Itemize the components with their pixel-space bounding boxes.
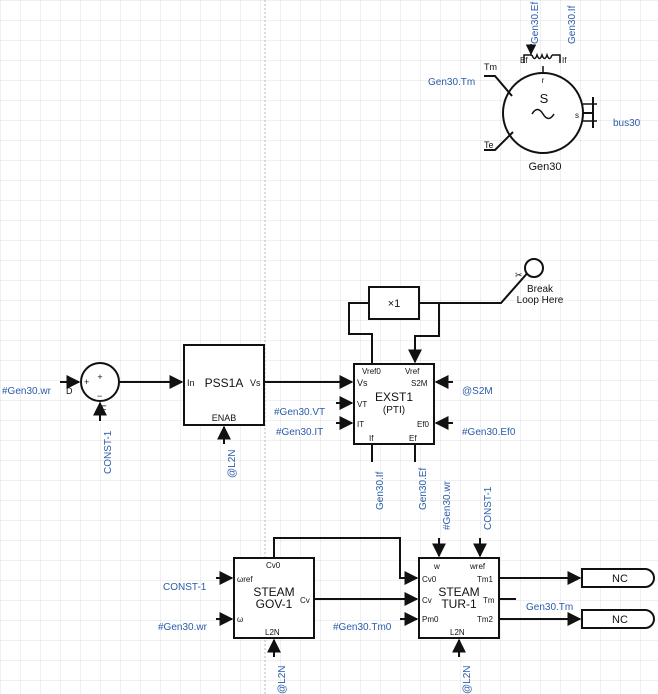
label-bus30: bus30	[613, 118, 641, 129]
summing-junction[interactable]: + + − D F	[66, 362, 120, 414]
nc-terminal-1-label: NC	[612, 573, 628, 585]
exst1-pin-vs: Vs	[357, 378, 368, 388]
wire-cv0-loop	[273, 537, 419, 585]
steam-tur1-block[interactable]: STEAM TUR-1 w wref Cv0 Tm1 Cv Tm Pm0 Tm2…	[418, 557, 500, 639]
label-s2m: @S2M	[462, 386, 493, 397]
multiplier-label: ×1	[388, 298, 401, 310]
label-gen30-if-out: Gen30.If	[375, 471, 386, 510]
wire-mult-to-vref0	[348, 302, 373, 364]
exst1-pin-it: IT	[357, 420, 364, 429]
exst1-pin-ef: Ef	[409, 434, 417, 443]
label-gen30-if: Gen30.If	[567, 5, 578, 44]
label-gen30-tm0: #Gen30.Tm0	[333, 622, 392, 633]
label-l2n-pss: @L2N	[227, 450, 238, 479]
pss1a-title: PSS1A	[205, 376, 244, 390]
wire-mult-to-break	[419, 268, 532, 304]
gen-tm-wire	[484, 75, 513, 97]
gen-if-pin: If	[562, 56, 567, 65]
steam-tur-pin-w: w	[433, 562, 440, 571]
label-l2n-tur: @L2N	[462, 666, 473, 694]
steam-gov-title: STEAM	[253, 585, 294, 599]
nc-terminal-1[interactable]: NC	[581, 568, 655, 588]
label-gen30-it: #Gen30.IT	[276, 427, 323, 438]
exst1-pin-vref: Vref	[405, 367, 420, 376]
generator-gen30[interactable]: S r s Gen30 Tm Te Ef If	[484, 44, 597, 173]
gen-te-pin: Te	[484, 140, 494, 150]
field-winding-icon	[531, 52, 553, 60]
break-loop-line1: Break	[527, 284, 554, 295]
steam-gov-pin-wref: ωref	[237, 575, 253, 584]
pss1a-pin-vs: Vs	[250, 378, 261, 388]
exst1-title: EXST1	[375, 390, 413, 404]
label-const1-gov: CONST-1	[163, 582, 207, 593]
gen-te-wire	[484, 131, 514, 151]
sum-plus-top: +	[97, 372, 102, 382]
exst1-pin-s2m: S2M	[411, 379, 428, 388]
label-gen30-wr-in: #Gen30.wr	[2, 386, 52, 397]
label-const1-sum: CONST-1	[103, 430, 114, 474]
exst1-subtitle: (PTI)	[383, 405, 405, 416]
nc-terminal-2[interactable]: NC	[581, 609, 655, 629]
sum-plus-left: +	[84, 377, 89, 387]
steam-gov-pin-w: ω	[237, 615, 243, 624]
label-gen30-tm: Gen30.Tm	[428, 77, 475, 88]
scissors-icon: ✂	[515, 270, 523, 280]
label-gen30-ef-out: Gen30.Ef	[418, 468, 429, 510]
steam-tur-pin-cv: Cv	[422, 596, 432, 605]
steam-tur-title: STEAM	[438, 585, 479, 599]
label-gen30-vt: #Gen30.VT	[274, 407, 325, 418]
steam-gov1-block[interactable]: STEAM GOV-1 Cv0 ωref ω Cv L2N	[233, 557, 315, 639]
break-loop-node[interactable]: ✂ Break Loop Here	[515, 258, 564, 306]
exst1-pin-vt: VT	[357, 400, 367, 409]
steam-tur-pin-cv0: Cv0	[422, 575, 437, 584]
steam-gov-pin-cv0: Cv0	[266, 561, 281, 570]
steam-gov-pin-l2n: L2N	[265, 628, 280, 637]
generator-name: Gen30	[528, 161, 561, 173]
pss1a-block[interactable]: PSS1A In Vs ENAB	[183, 344, 265, 426]
multiplier-block[interactable]: ×1	[368, 286, 420, 320]
exst1-block[interactable]: EXST1 (PTI) Vref0 Vref Vs S2M VT IT Ef0 …	[353, 363, 435, 445]
generator-rotor-label: r	[542, 76, 545, 85]
generator-symbol: S	[540, 91, 549, 106]
wire-to-vref	[408, 303, 440, 364]
label-const1-tur: CONST-1	[483, 486, 494, 530]
sine-wave-icon	[531, 108, 555, 120]
label-gen30-ef: Gen30.Ef	[530, 2, 541, 44]
exst1-pin-if: If	[369, 434, 374, 443]
steam-tur-pin-tm: Tm	[483, 596, 495, 605]
break-loop-line2: Loop Here	[517, 295, 564, 306]
label-gen30-wr-tur: #Gen30.wr	[442, 480, 453, 530]
sum-pin-f: F	[101, 404, 107, 414]
steam-gov-subtitle: GOV-1	[256, 597, 293, 611]
generator-stator-label: s	[575, 111, 579, 120]
steam-tur-pin-l2n: L2N	[450, 628, 465, 637]
label-gen30-tm-out: Gen30.Tm	[526, 602, 573, 613]
sum-minus: −	[97, 391, 102, 401]
steam-gov-pin-cv: Cv	[300, 596, 310, 605]
steam-tur-subtitle: TUR-1	[441, 597, 477, 611]
label-l2n-gov: @L2N	[277, 666, 288, 694]
exst1-pin-ef0: Ef0	[417, 420, 430, 429]
nc-terminal-2-label: NC	[612, 614, 628, 626]
pss1a-pin-in: In	[187, 378, 195, 388]
steam-tur-pin-tm1: Tm1	[477, 575, 494, 584]
steam-tur-pin-wref: wref	[469, 562, 486, 571]
label-gen30-ef0: #Gen30.Ef0	[462, 427, 516, 438]
pss1a-pin-enab: ENAB	[212, 413, 237, 423]
sum-pin-d: D	[66, 386, 73, 396]
gen-ef-pin: Ef	[520, 56, 528, 65]
gen-tm-pin: Tm	[484, 62, 497, 72]
exst1-pin-vref0: Vref0	[362, 367, 381, 376]
steam-tur-pin-tm2: Tm2	[477, 615, 494, 624]
steam-tur-pin-pm0: Pm0	[422, 615, 439, 624]
label-gen30-wr-gov: #Gen30.wr	[158, 622, 208, 633]
